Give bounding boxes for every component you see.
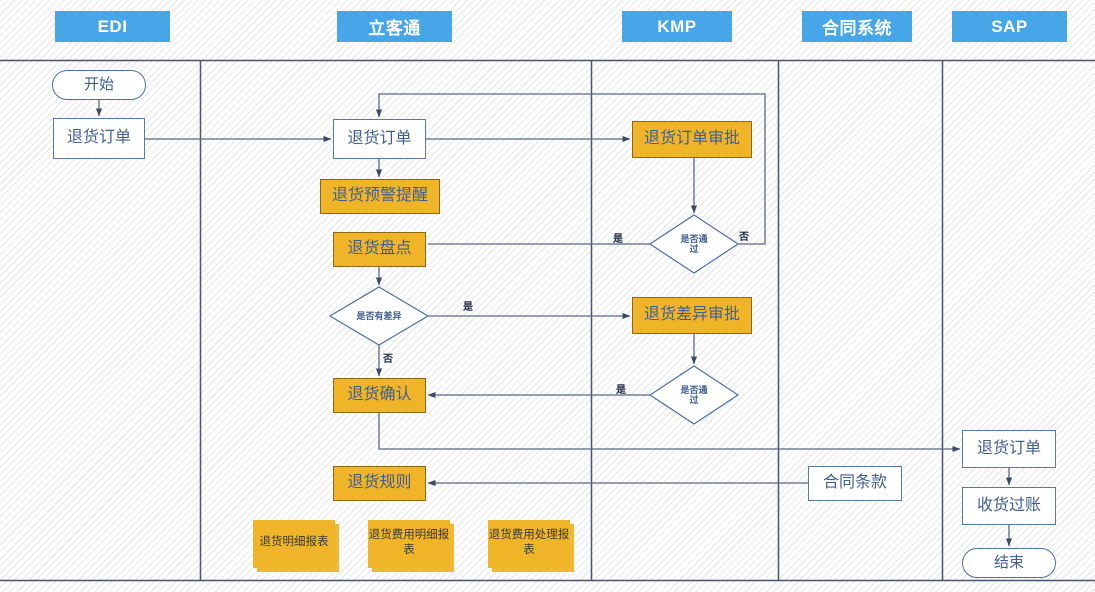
decision-has-difference-label: 是否有差异 xyxy=(356,310,402,321)
node-edi-return-order[interactable]: 退货订单 xyxy=(53,118,145,159)
node-sap-goods-receipt-posting[interactable]: 收货过账 xyxy=(962,487,1056,525)
node-lkt-return-order[interactable]: 退货订单 xyxy=(333,119,426,159)
node-return-warning-reminder[interactable]: 退货预警提醒 xyxy=(320,179,440,214)
node-contract-terms[interactable]: 合同条款 xyxy=(808,466,902,501)
note-return-fee-processing-report[interactable]: 退货费用处理报表 xyxy=(488,520,570,568)
node-edi-return-order-label: 退货订单 xyxy=(66,129,131,147)
decision-approved-1[interactable]: 是否通过 xyxy=(650,215,738,273)
lane-header-edi: EDI xyxy=(55,11,170,42)
lane-header-kmp: KMP xyxy=(622,11,732,42)
edge-label-approved1-no: 否 xyxy=(739,232,749,243)
lane-header-contract-label: 合同系统 xyxy=(822,19,892,38)
node-start[interactable]: 开始 xyxy=(52,70,146,100)
lane-header-sap-label: SAP xyxy=(991,16,1028,36)
note-return-detail-report-label: 退货明细报表 xyxy=(259,536,329,549)
lane-header-edi-label: EDI xyxy=(97,16,128,36)
note-return-fee-detail-report[interactable]: 退货费用明细报表 xyxy=(368,520,450,568)
node-start-label: 开始 xyxy=(83,76,114,94)
edge-label-difference-yes: 是 xyxy=(463,302,473,313)
node-end-label: 结束 xyxy=(993,554,1024,572)
lane-header-liketong-label: 立客通 xyxy=(368,19,421,38)
node-return-order-approval-label: 退货订单审批 xyxy=(643,130,740,148)
lane-header-liketong: 立客通 xyxy=(337,11,452,42)
node-return-difference-approval-label: 退货差异审批 xyxy=(643,306,740,324)
node-return-rules-label: 退货规则 xyxy=(347,474,412,492)
decision-approved-2-label: 是否通过 xyxy=(680,384,708,405)
decision-approved-2[interactable]: 是否通过 xyxy=(650,366,738,424)
node-return-difference-approval[interactable]: 退货差异审批 xyxy=(632,297,752,334)
edge-label-approved1-yes: 是 xyxy=(613,234,623,245)
lane-header-contract: 合同系统 xyxy=(802,11,912,42)
node-lkt-return-order-label: 退货订单 xyxy=(347,129,412,147)
note-return-detail-report[interactable]: 退货明细报表 xyxy=(253,520,335,568)
node-return-stocktake-label: 退货盘点 xyxy=(347,240,412,258)
edge-label-difference-no: 否 xyxy=(383,354,393,365)
decision-approved-1-label: 是否通过 xyxy=(680,233,708,254)
node-contract-terms-label: 合同条款 xyxy=(822,474,887,492)
node-sap-return-order-label: 退货订单 xyxy=(976,439,1041,457)
note-return-fee-processing-report-label: 退货费用处理报表 xyxy=(488,529,570,556)
node-sap-return-order[interactable]: 退货订单 xyxy=(962,430,1056,468)
node-return-rules[interactable]: 退货规则 xyxy=(333,466,426,501)
node-return-confirm[interactable]: 退货确认 xyxy=(333,378,426,413)
note-return-fee-detail-report-label: 退货费用明细报表 xyxy=(368,529,450,556)
lane-header-kmp-label: KMP xyxy=(657,16,697,36)
decision-has-difference[interactable]: 是否有差异 xyxy=(330,287,428,345)
node-end[interactable]: 结束 xyxy=(962,548,1056,578)
node-return-order-approval[interactable]: 退货订单审批 xyxy=(632,121,752,158)
node-return-confirm-label: 退货确认 xyxy=(347,386,412,404)
node-return-stocktake[interactable]: 退货盘点 xyxy=(333,232,426,267)
node-sap-goods-receipt-posting-label: 收货过账 xyxy=(976,496,1041,514)
node-return-warning-reminder-label: 退货预警提醒 xyxy=(331,187,428,205)
edge-label-approved2-yes: 是 xyxy=(616,385,626,396)
lane-header-sap: SAP xyxy=(952,11,1067,42)
